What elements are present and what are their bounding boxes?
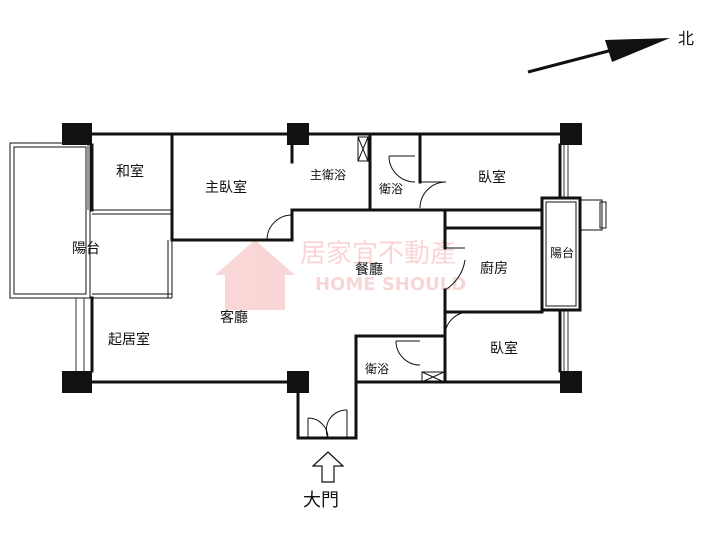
compass-label: 北 (678, 29, 694, 48)
room-bath-2: 衛浴 (365, 362, 389, 376)
columns (62, 123, 582, 393)
room-balcony-east: 陽台 (550, 245, 574, 260)
balcony-west (9, 142, 91, 299)
north-arrow: 北 (527, 29, 694, 74)
watermark-text-cn: 居家宜不動產 (300, 239, 456, 269)
entrance-label: 大門 (303, 490, 339, 511)
watermark-text-en: HOME SHOULD (315, 274, 466, 295)
room-master-bath: 主衛浴 (310, 168, 346, 182)
room-dining: 餐廳 (355, 261, 383, 278)
room-labels: 和室 主臥室 主衛浴 衛浴 臥室 陽台 餐廳 廚房 陽台 客廳 起居室 衛浴 臥… (72, 163, 574, 376)
balcony-east (540, 196, 607, 312)
doors (266, 155, 471, 439)
entrance-arrow: 大門 (303, 451, 345, 511)
exterior-walls (90, 132, 562, 440)
watermark: 居家宜不動產 HOME SHOULD (215, 239, 466, 310)
up-arrow-icon (311, 451, 345, 483)
room-family: 起居室 (108, 331, 150, 348)
fixtures (357, 136, 445, 383)
room-kitchen: 廚房 (480, 260, 508, 277)
room-japanese: 和室 (116, 163, 144, 180)
windows (75, 145, 569, 371)
room-bedroom-1: 臥室 (478, 169, 506, 186)
room-bath-1: 衛浴 (379, 182, 403, 196)
room-living: 客廳 (220, 309, 248, 326)
interior-walls (92, 132, 544, 384)
room-bedroom-2: 臥室 (490, 340, 518, 357)
house-logo-icon (215, 240, 295, 310)
room-balcony-west: 陽台 (72, 241, 100, 257)
room-master-bedroom: 主臥室 (205, 179, 247, 196)
